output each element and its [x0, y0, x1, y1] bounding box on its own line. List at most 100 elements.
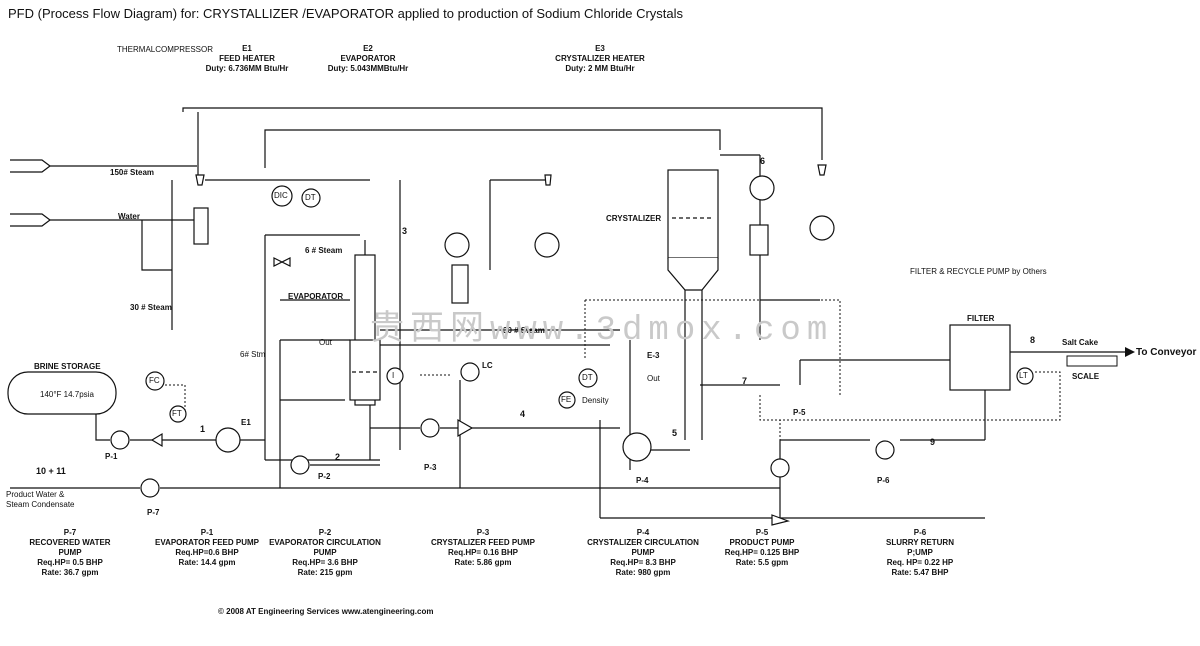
pump-spec-rate: Rate: 5.47 BHP: [891, 568, 949, 577]
stream-9: 9: [930, 437, 936, 447]
evaporator-label: EVAPORATOR: [288, 292, 344, 301]
e2-duty: Duty: 5.043MMBtu/Hr: [327, 64, 409, 73]
scale-box: [1066, 355, 1118, 367]
water-label: Water: [118, 212, 140, 221]
p6-label: P-6: [877, 476, 890, 485]
piping: [7, 107, 1125, 519]
pump-spec-tag: P-2: [318, 528, 332, 537]
stream-3: 3: [402, 226, 408, 236]
pump-spec-tag: P-1: [200, 528, 214, 537]
equipment: [110, 164, 1034, 526]
pump-spec-hp: Req.HP=0.6 BHP: [175, 548, 239, 557]
to-conveyor-label: To Conveyor: [1136, 347, 1197, 358]
scale-label: SCALE: [1072, 372, 1100, 381]
pump-spec-tag: P-5: [755, 528, 769, 537]
crystalizer-label: CRYSTALIZER: [606, 214, 662, 223]
pump-spec-name: CRYSTALIZER CIRCULATION: [587, 538, 699, 547]
p5-label: P-5: [793, 408, 806, 417]
level-lines: [352, 217, 714, 373]
e1-name: FEED HEATER: [219, 54, 275, 63]
footer-copyright: © 2008 AT Engineering Services www.ateng…: [218, 607, 434, 616]
e1-duty: Duty: 6.736MM Btu/Hr: [205, 64, 289, 73]
steam-150-label: 150# Steam: [110, 168, 155, 177]
p1-label: P-1: [105, 452, 118, 461]
pump-spec-p4: P-4 CRYSTALIZER CIRCULATION PUMP Req.HP=…: [578, 528, 708, 578]
stream-4: 4: [520, 409, 526, 419]
pump-spec-p2: P-2 EVAPORATOR CIRCULATION PUMP Req.HP= …: [260, 528, 390, 578]
stream-10-11-label: 10 + 11: [36, 466, 66, 476]
e2-header: E2 EVAPORATOR Duty: 5.043MMBtu/Hr: [318, 44, 418, 74]
steam-30b-label: 30 # Steam: [503, 326, 545, 335]
salt-cake-label: Salt Cake: [1062, 338, 1099, 347]
stream-8: 8: [1030, 335, 1036, 345]
conveyor-arrow: [1125, 347, 1135, 357]
pump-spec-hp: Req. HP= 0.22 HP: [886, 558, 954, 567]
stream-6: 6: [760, 156, 766, 166]
product-water-label: Product Water &: [6, 490, 65, 499]
pump-spec-name: PRODUCT PUMP: [729, 538, 795, 547]
dic-bubble-label: DIC: [274, 191, 288, 200]
thermocompressor-header: THERMALCOMPRESSOR: [117, 45, 214, 54]
pump-spec-name: P;UMP: [907, 548, 933, 557]
e3-tag-label: E-3: [647, 351, 660, 360]
pump-spec-rate: Rate: 14.4 gpm: [178, 558, 236, 567]
pump-spec-p3: P-3 CRYSTALIZER FEED PUMP Req.HP= 0.16 B…: [418, 528, 548, 568]
pump-spec-rate: Rate: 5.86 gpm: [454, 558, 512, 567]
e3-tag: E3: [595, 44, 605, 53]
filter-recycle-label: FILTER & RECYCLE PUMP by Others: [910, 267, 1047, 276]
pump-spec-name: EVAPORATOR FEED PUMP: [154, 538, 259, 547]
fe-bubble-label: FE: [561, 395, 572, 404]
lc-label: LC: [482, 361, 493, 370]
pump-spec-p7: P-7 RECOVERED WATER PUMP Req.HP= 0.5 BHP…: [5, 528, 135, 578]
pump-spec-name: EVAPORATOR CIRCULATION: [269, 538, 381, 547]
p3-label: P-3: [424, 463, 437, 472]
pump-spec-tag: P-3: [476, 528, 490, 537]
e2-name: EVAPORATOR: [340, 54, 396, 63]
pump-spec-tag: P-6: [913, 528, 927, 537]
stream-5: 5: [672, 428, 678, 438]
p7-label: P-7: [147, 508, 160, 517]
pump-spec-name: PUMP: [58, 548, 82, 557]
e3-header: E3 CRYSTALIZER HEATER Duty: 2 MM Btu/Hr: [550, 44, 650, 74]
pump-spec-name: CRYSTALIZER FEED PUMP: [430, 538, 535, 547]
fc-bubble-label: FC: [149, 376, 160, 385]
e2-tag: E2: [363, 44, 373, 53]
steam-30-label: 30 # Steam: [130, 303, 172, 312]
pump-spec-rate: Rate: 980 gpm: [615, 568, 671, 577]
out-label-evaporator: Out: [319, 338, 332, 347]
ft-bubble-label: FT: [172, 409, 182, 418]
pump-spec-hp: Req.HP= 0.125 BHP: [724, 548, 800, 557]
pump-spec-hp: Req.HP= 8.3 BHP: [610, 558, 676, 567]
pump-spec-rate: Rate: 5.5 gpm: [735, 558, 789, 567]
dt-bubble-label-2: DT: [582, 373, 593, 382]
e1-tag: E1: [242, 44, 252, 53]
pump-spec-p1: P-1 EVAPORATOR FEED PUMP Req.HP=0.6 BHP …: [142, 528, 272, 568]
pump-spec-rate: Rate: 36.7 gpm: [41, 568, 99, 577]
pump-spec-tag: P-7: [63, 528, 77, 537]
p2-label: P-2: [318, 472, 331, 481]
p4-label: P-4: [636, 476, 649, 485]
stm-6-label: 6# Stm: [240, 350, 266, 359]
pump-spec-name: PUMP: [631, 548, 655, 557]
watermark: 贵西网www.3dmox.com: [370, 312, 834, 350]
pump-spec-rate: Rate: 215 gpm: [297, 568, 353, 577]
instrument-lines: [165, 299, 1061, 460]
e3-duty: Duty: 2 MM Btu/Hr: [565, 64, 635, 73]
dt-bubble-label-1: DT: [305, 193, 316, 202]
steam-condensate-label: Steam Condensate: [6, 500, 75, 509]
pump-spec-p5: P-5 PRODUCT PUMP Req.HP= 0.125 BHP Rate:…: [697, 528, 827, 568]
pump-spec-tag: P-4: [636, 528, 650, 537]
diagram-title: PFD (Process Flow Diagram) for: CRYSTALL…: [8, 6, 684, 21]
stream-7: 7: [742, 376, 748, 386]
out-label-crystalizer: Out: [647, 374, 660, 383]
pump-spec-hp: Req.HP= 0.5 BHP: [37, 558, 103, 567]
steam-6-label: 6 # Steam: [305, 246, 343, 255]
pump-spec-name: SLURRY RETURN: [885, 538, 954, 547]
e3-name: CRYSTALIZER HEATER: [555, 54, 645, 63]
filter-label: FILTER: [967, 314, 995, 323]
e1-tag-label: E1: [241, 418, 251, 427]
pump-spec-name: PUMP: [313, 548, 337, 557]
brine-storage-label: BRINE STORAGE: [34, 362, 101, 371]
